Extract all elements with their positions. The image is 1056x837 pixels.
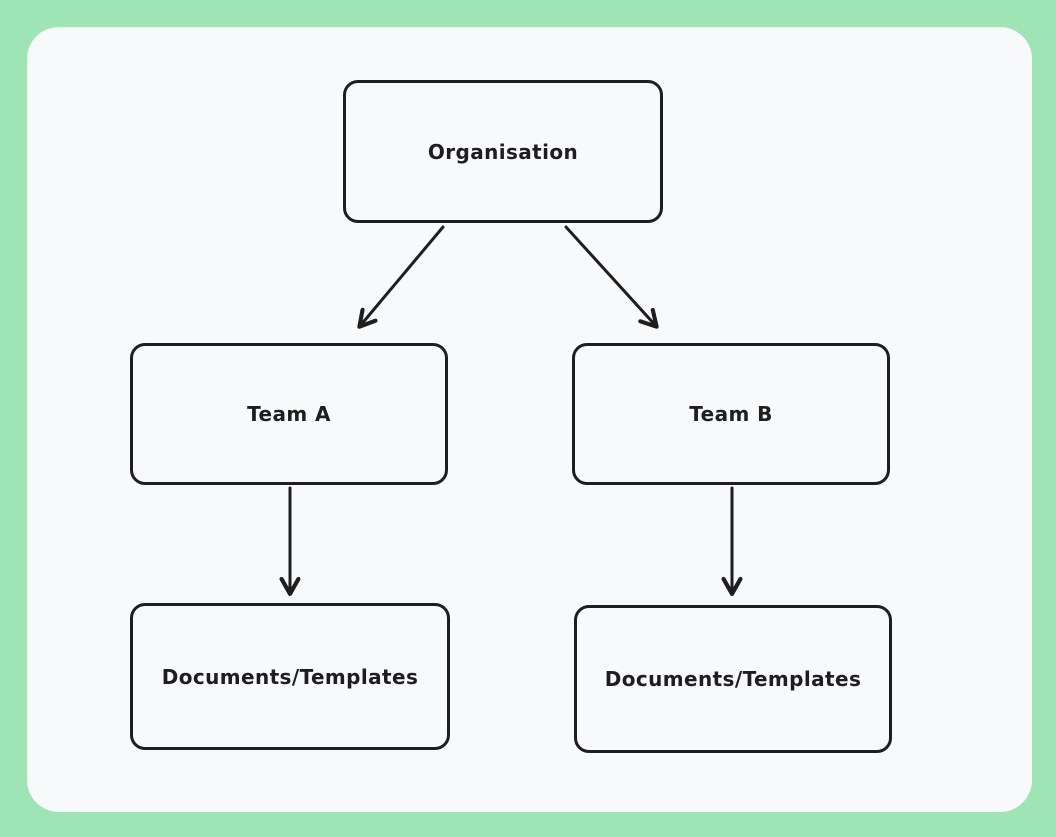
node-documents-templates-b-label: Documents/Templates [604, 667, 862, 691]
node-documents-templates-b[interactable]: Documents/Templates [574, 605, 892, 753]
node-team-a[interactable]: Team A [130, 343, 448, 485]
node-team-b[interactable]: Team B [572, 343, 890, 485]
node-team-a-label: Team A [247, 402, 331, 426]
edge-organisation-to-team-a[interactable] [357, 225, 445, 329]
node-organisation-label: Organisation [427, 139, 579, 164]
edge-organisation-to-team-b[interactable] [564, 225, 659, 329]
node-organisation[interactable]: Organisation [343, 80, 663, 223]
node-team-b-label: Team B [689, 402, 773, 426]
node-documents-templates-a-label: Documents/Templates [161, 664, 419, 689]
node-documents-templates-a[interactable]: Documents/Templates [130, 603, 450, 750]
